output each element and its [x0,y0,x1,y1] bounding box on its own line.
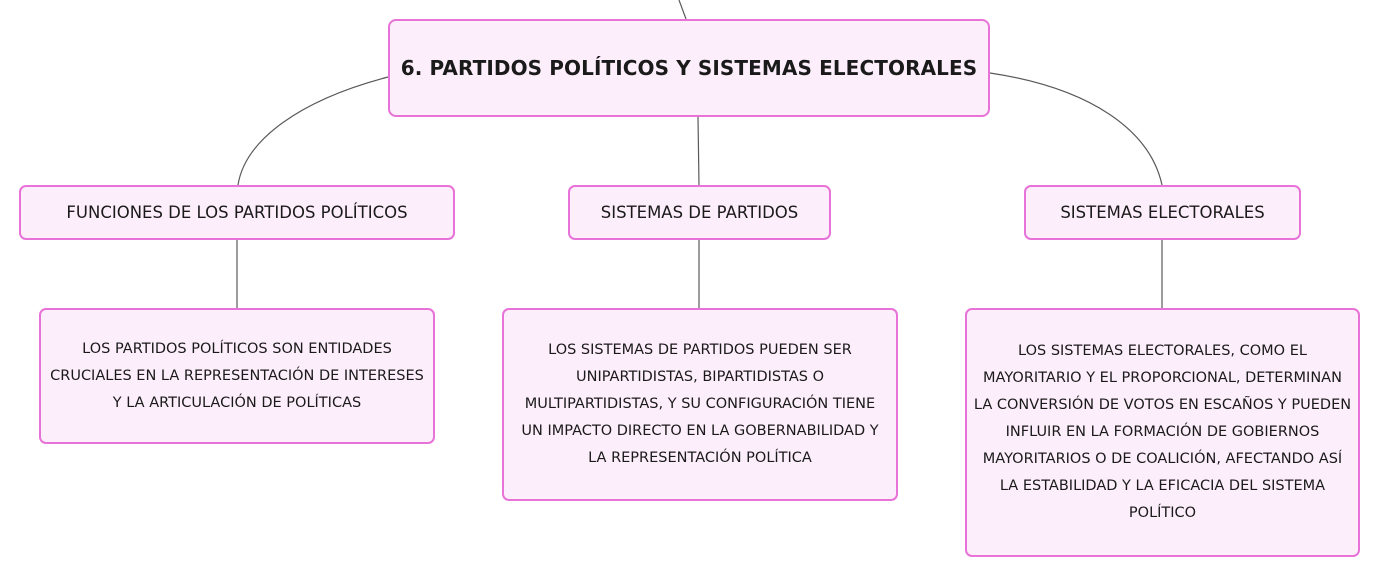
connector-root-to-funciones [237,76,389,186]
detail-node-sistemas-electorales[interactable]: LOS SISTEMAS ELECTORALES, COMO EL MAYORI… [965,308,1360,557]
detail-text-sistemas-electorales: LOS SISTEMAS ELECTORALES, COMO EL MAYORI… [973,343,1352,521]
branch-node-sistemas-partidos[interactable]: SISTEMAS DE PARTIDOS [568,185,831,240]
detail-node-funciones-partidos[interactable]: LOS PARTIDOS POLÍTICOS SON ENTIDADES CRU… [39,308,435,444]
branch-label-funciones-partidos: FUNCIONES DE LOS PARTIDOS POLÍTICOS [66,203,408,222]
detail-text-sistemas-partidos: LOS SISTEMAS DE PARTIDOS PUEDEN SER UNIP… [521,342,879,466]
branch-label-sistemas-electorales: SISTEMAS ELECTORALES [1060,203,1265,222]
connector-root-to-sistemas-partidos [697,116,700,186]
connector-root-to-sistemas-electorales [989,72,1163,186]
branch-label-sistemas-partidos: SISTEMAS DE PARTIDOS [600,203,799,222]
root-topic-label: 6. PARTIDOS POLÍTICOS Y SISTEMAS ELECTOR… [400,56,978,80]
root-topic-node[interactable]: 6. PARTIDOS POLÍTICOS Y SISTEMAS ELECTOR… [388,19,990,117]
branch-node-sistemas-electorales[interactable]: SISTEMAS ELECTORALES [1024,185,1301,240]
detail-text-funciones-partidos: LOS PARTIDOS POLÍTICOS SON ENTIDADES CRU… [50,340,424,411]
branch-node-funciones-partidos[interactable]: FUNCIONES DE LOS PARTIDOS POLÍTICOS [19,185,455,240]
connector-parent-to-root [678,0,687,20]
detail-node-sistemas-partidos[interactable]: LOS SISTEMAS DE PARTIDOS PUEDEN SER UNIP… [502,308,898,501]
